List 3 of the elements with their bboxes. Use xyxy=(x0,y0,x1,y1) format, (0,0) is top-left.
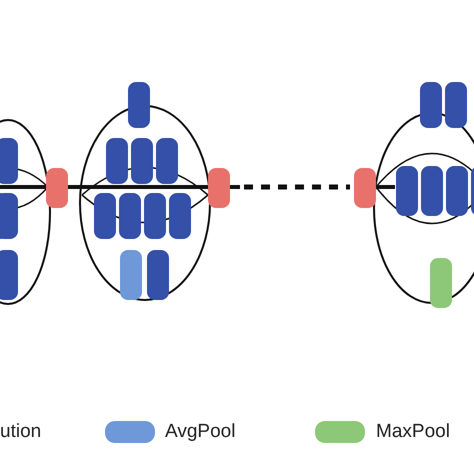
legend-label: AvgPool xyxy=(165,421,236,443)
legend-label: ution xyxy=(0,421,42,443)
legend-label: MaxPool xyxy=(376,421,450,443)
